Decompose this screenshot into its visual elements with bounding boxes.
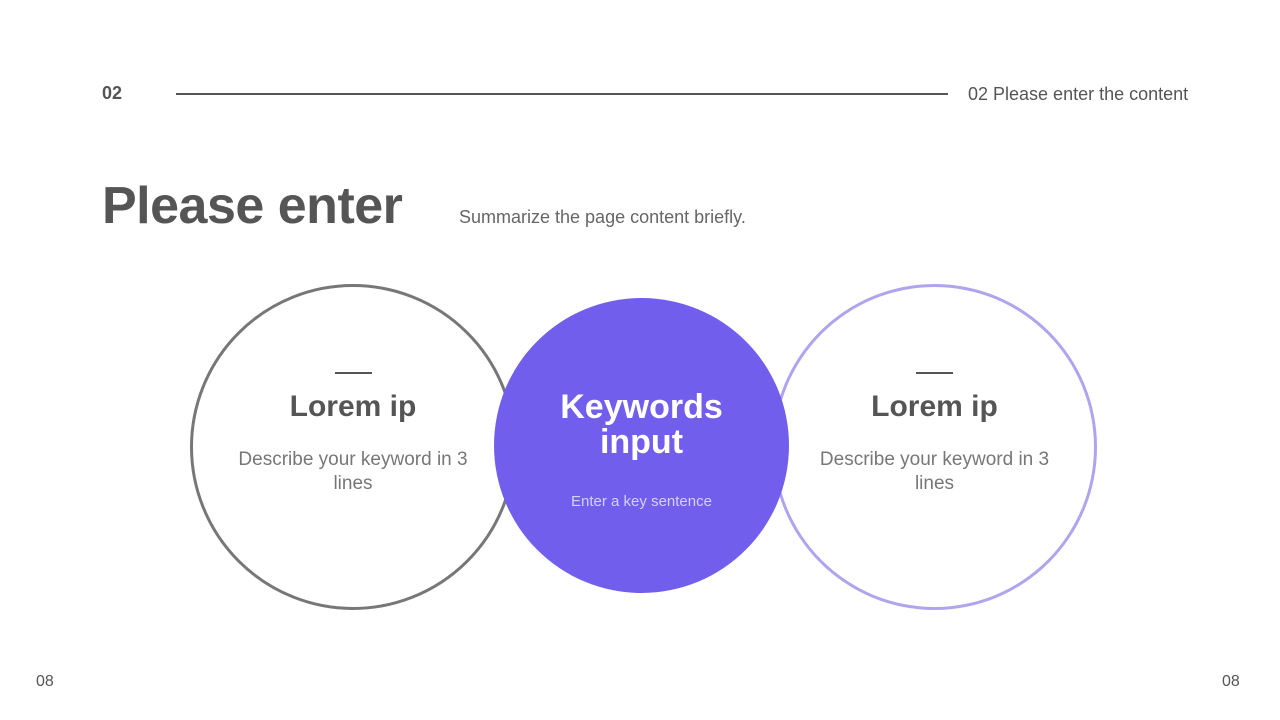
section-number: 02 (102, 83, 123, 103)
center-circle-subtitle: Enter a key sentence (571, 493, 712, 510)
page-subtitle: Summarize the page content briefly. (459, 207, 746, 227)
center-circle-title: Keywords input (560, 390, 723, 460)
center-circle: Keywords input Enter a key sentence (494, 298, 789, 593)
left-circle-description: Describe your keyword in 3 lines (238, 449, 468, 494)
header-divider (176, 93, 948, 95)
right-circle: Lorem ip Describe your keyword in 3 line… (772, 284, 1097, 610)
center-title-line1: Keywords (560, 388, 723, 426)
page-number-right: 08 (1222, 673, 1240, 690)
right-circle-title: Lorem ip (871, 390, 998, 423)
center-title-line2: input (599, 423, 684, 461)
page-title: Please enter (102, 177, 403, 235)
right-circle-dash (916, 372, 953, 374)
right-circle-description: Describe your keyword in 3 lines (819, 449, 1050, 494)
page-number-left: 08 (36, 673, 54, 690)
left-circle: Lorem ip Describe your keyword in 3 line… (190, 284, 516, 610)
left-circle-dash (334, 372, 372, 374)
section-title: 02 Please enter the content (968, 84, 1189, 104)
left-circle-title: Lorem ip (289, 390, 417, 423)
